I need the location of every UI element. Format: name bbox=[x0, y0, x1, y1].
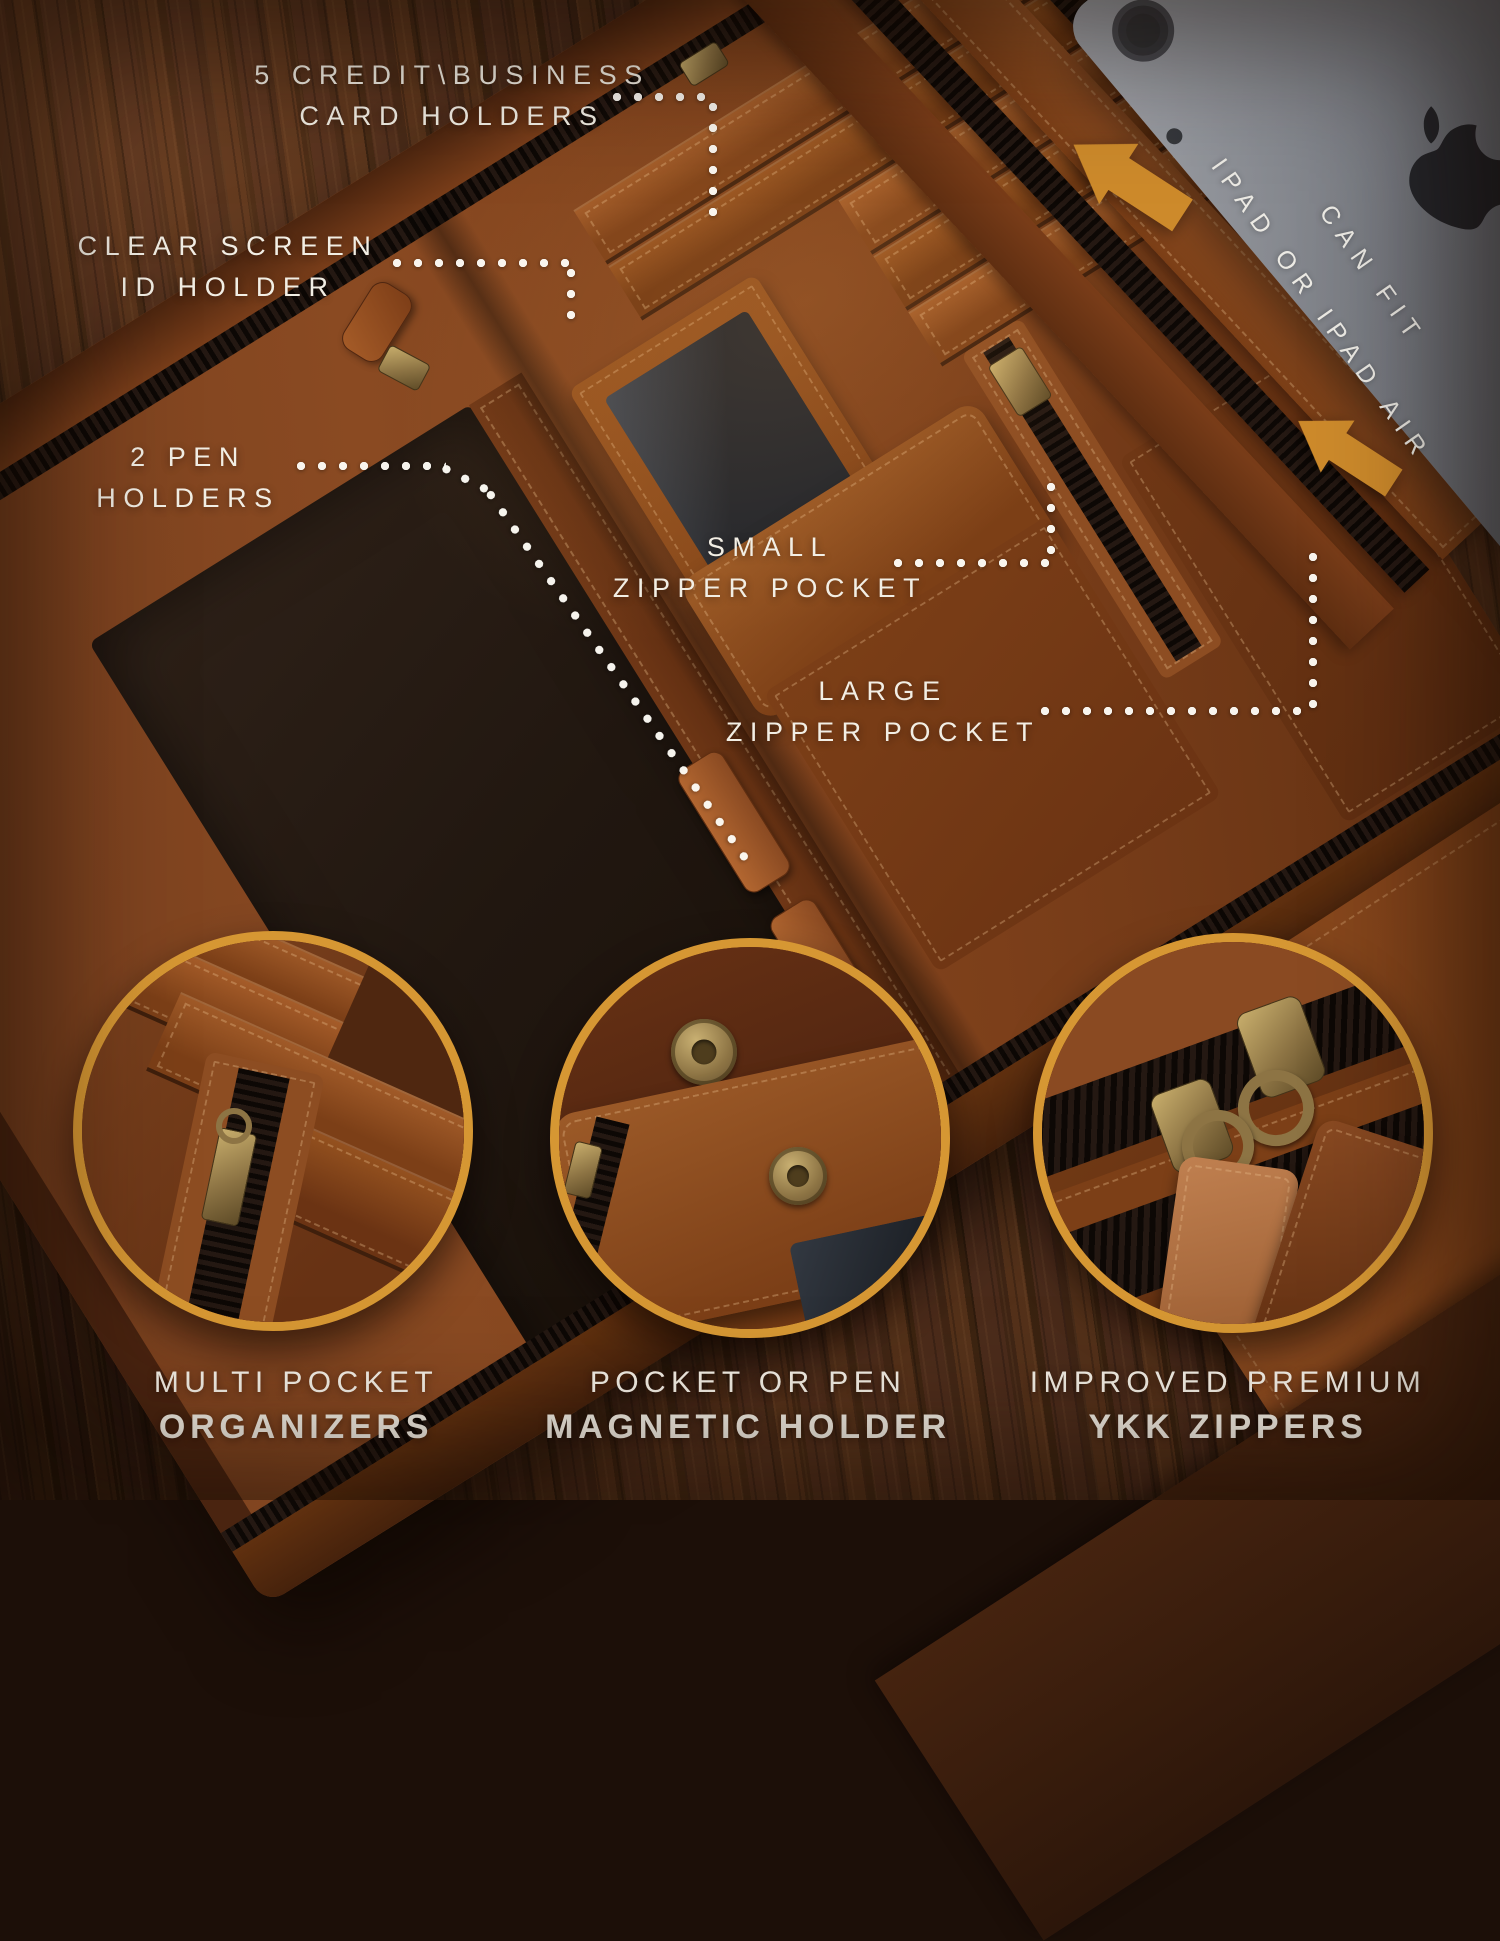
dotted-connector-small-zipper bbox=[893, 558, 1053, 568]
dotted-connector-id-holder bbox=[566, 268, 576, 320]
feature-title: POCKET OR PEN bbox=[589, 1366, 907, 1399]
feature-subtitle: YKK ZIPPERS bbox=[1088, 1408, 1368, 1446]
callout-line: ZIPPER POCKET bbox=[612, 573, 928, 603]
callout-id-holder: CLEAR SCREEN ID HOLDER bbox=[0, 226, 488, 308]
feature-subtitle: ORGANIZERS bbox=[158, 1408, 434, 1446]
dotted-connector-card-holders bbox=[708, 102, 718, 224]
callout-line: 5 CREDIT\BUSINESS bbox=[254, 60, 650, 90]
feature-caption-magnetic-holder: POCKET OR PEN MAGNETIC HOLDER bbox=[498, 1362, 998, 1450]
dotted-connector-small-zipper bbox=[1046, 482, 1056, 560]
dotted-connector-pen-holders bbox=[296, 461, 446, 471]
snap-core bbox=[691, 1039, 717, 1065]
inset-circle-ykk-zippers bbox=[1033, 933, 1433, 1333]
magnetic-snap-button bbox=[671, 1019, 737, 1085]
callout-pen-holders: 2 PEN HOLDERS bbox=[0, 437, 448, 519]
feature-caption-organizers: MULTI POCKET ORGANIZERS bbox=[46, 1362, 546, 1450]
callout-line: ZIPPER POCKET bbox=[725, 717, 1041, 747]
callout-large-zipper: LARGE ZIPPER POCKET bbox=[623, 671, 1143, 753]
callout-line: CARD HOLDERS bbox=[299, 101, 605, 131]
callout-line: HOLDERS bbox=[96, 483, 280, 513]
dotted-connector-large-zipper bbox=[1308, 552, 1318, 708]
magnetic-snap-button bbox=[769, 1147, 827, 1205]
dotted-connector-id-holder bbox=[392, 258, 578, 268]
inset-circle-organizers bbox=[73, 931, 473, 1331]
dotted-connector-card-holders bbox=[612, 92, 716, 102]
feature-subtitle: MAGNETIC HOLDER bbox=[545, 1408, 951, 1446]
snap-core bbox=[786, 1164, 810, 1188]
callout-line: 2 PEN bbox=[130, 442, 246, 472]
callout-line: SMALL bbox=[706, 532, 834, 562]
inset-circle-magnetic-holder bbox=[550, 938, 950, 1338]
feature-title: MULTI POCKET bbox=[153, 1366, 439, 1399]
callout-line: CLEAR SCREEN bbox=[77, 231, 379, 261]
feature-caption-ykk-zippers: IMPROVED PREMIUM YKK ZIPPERS bbox=[978, 1362, 1478, 1450]
callout-small-zipper: SMALL ZIPPER POCKET bbox=[510, 527, 1030, 609]
feature-title: IMPROVED PREMIUM bbox=[1029, 1366, 1427, 1399]
dotted-connector-large-zipper bbox=[1040, 706, 1310, 716]
callout-line: ID HOLDER bbox=[120, 272, 336, 302]
ipad bbox=[1060, 0, 1500, 682]
callout-line: LARGE bbox=[818, 676, 948, 706]
callout-card-holders: 5 CREDIT\BUSINESS CARD HOLDERS bbox=[192, 55, 712, 137]
apple-logo-icon bbox=[1360, 75, 1500, 264]
